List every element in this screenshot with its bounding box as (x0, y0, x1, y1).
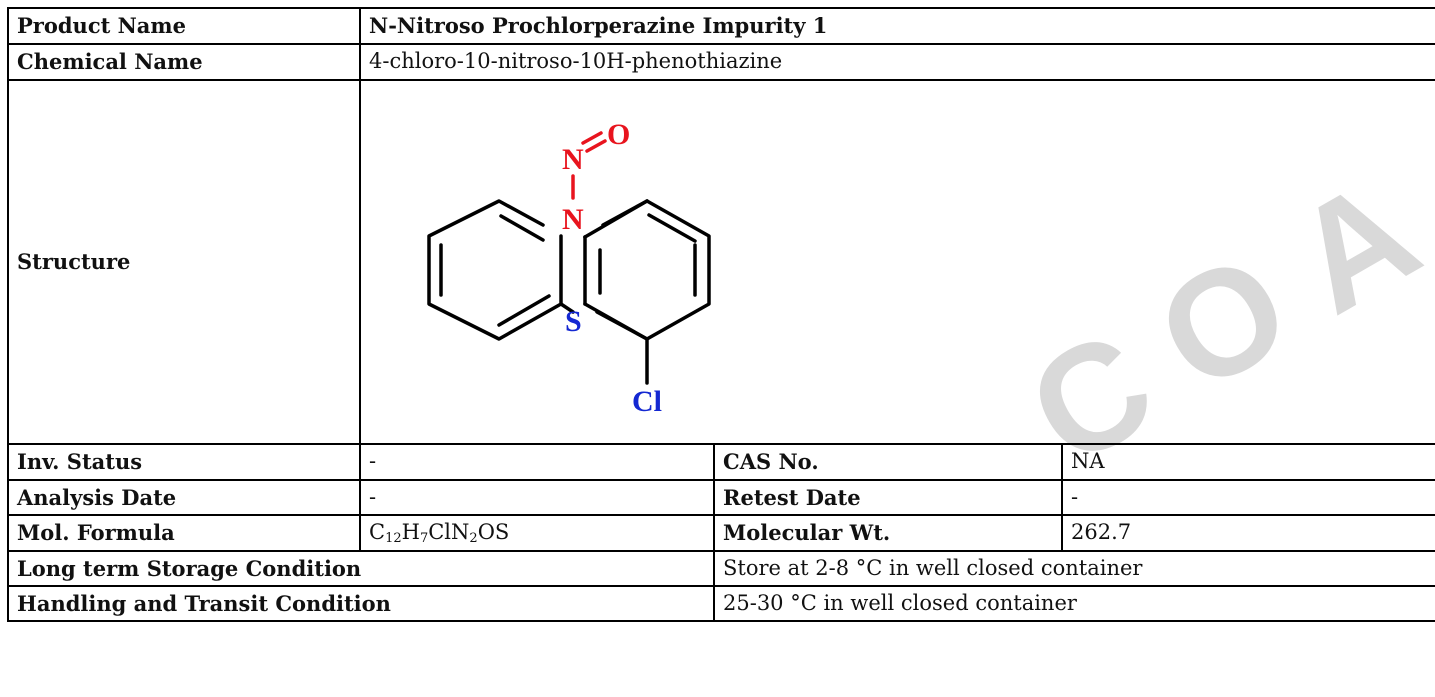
product-name-value: N-Nitroso Prochlorperazine Impurity 1 (358, 7, 1435, 45)
cas-no-value: NA (1060, 443, 1435, 481)
molecular-wt-label: Molecular Wt. (713, 514, 1063, 552)
inv-status-value: - (359, 443, 715, 481)
chemical-name-value: 4-chloro-10-nitroso-10H-phenothiazine (358, 43, 1435, 81)
atom-o: O (607, 118, 630, 151)
retest-date-label: Retest Date (713, 479, 1063, 516)
chemical-structure: N O N S Cl (427, 118, 711, 418)
handling-transit-label: Handling and Transit Condition (7, 585, 715, 622)
analysis-date-label: Analysis Date (7, 479, 361, 516)
mol-formula-value: C12H7ClN2OS (359, 514, 715, 552)
cas-no-label: CAS No. (713, 443, 1063, 481)
row-inv-status: Inv. Status - CAS No. NA (7, 443, 1435, 481)
row-analysis-date: Analysis Date - Retest Date - (7, 479, 1435, 516)
nitroso-bonds (571, 131, 607, 200)
row-mol-formula: Mol. Formula C12H7ClN2OS Molecular Wt. 2… (7, 514, 1435, 552)
retest-date-value: - (1060, 479, 1435, 516)
atom-n-nitroso: N (562, 143, 584, 176)
row-handling-transit: Handling and Transit Condition 25-30 °C … (7, 585, 1435, 622)
handling-transit-value: 25-30 °C in well closed container (712, 585, 1435, 622)
coa-table: Product Name N-Nitroso Prochlorperazine … (7, 7, 1435, 622)
row-structure: Structure (7, 79, 1435, 445)
structure-cell: N O N S Cl (358, 79, 1435, 445)
row-long-term-storage: Long term Storage Condition Store at 2-8… (7, 550, 1435, 587)
row-product-name: Product Name N-Nitroso Prochlorperazine … (7, 7, 1435, 45)
atom-n-ring: N (562, 203, 584, 236)
row-chemical-name: Chemical Name 4-chloro-10-nitroso-10H-ph… (7, 43, 1435, 81)
long-term-storage-value: Store at 2-8 °C in well closed container (712, 550, 1435, 587)
long-term-storage-label: Long term Storage Condition (7, 550, 715, 587)
atom-cl: Cl (632, 385, 662, 418)
bond-lines (427, 199, 711, 385)
molecular-wt-value: 262.7 (1060, 514, 1435, 552)
chemical-name-label: Chemical Name (7, 43, 361, 81)
mol-formula-label: Mol. Formula (7, 514, 361, 552)
atom-s: S (565, 305, 582, 338)
structure-label: Structure (7, 79, 361, 445)
product-name-label: Product Name (7, 7, 361, 45)
inv-status-label: Inv. Status (7, 443, 361, 481)
analysis-date-value: - (359, 479, 715, 516)
